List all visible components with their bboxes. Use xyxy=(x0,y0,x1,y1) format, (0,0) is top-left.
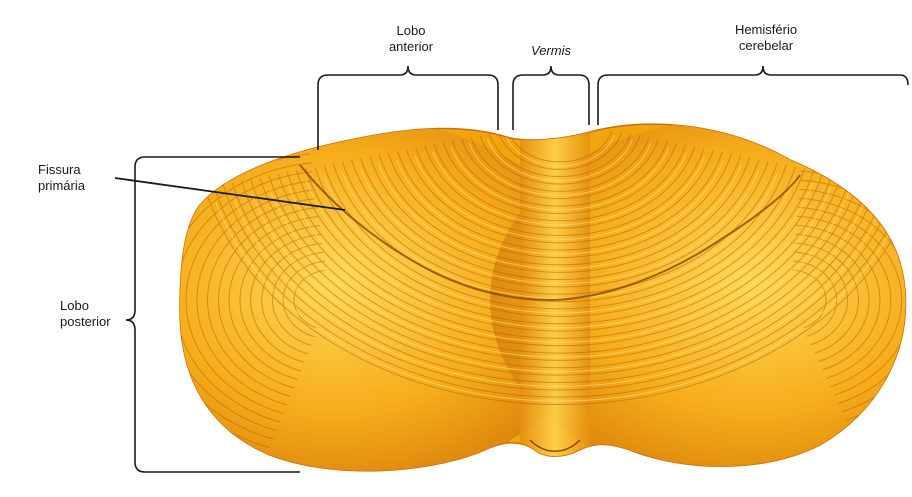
label-lobo-anterior-line2: anterior xyxy=(376,39,446,55)
cerebellum xyxy=(120,120,912,480)
label-lobo-posterior-line1: Lobo xyxy=(60,298,111,314)
label-hemisferio-line2: cerebelar xyxy=(716,38,816,54)
label-vermis: Vermis xyxy=(515,43,587,59)
label-lobo-anterior: Lobo anterior xyxy=(376,23,446,55)
vermis-band xyxy=(520,120,590,470)
label-hemisferio-cerebelar: Hemisfério cerebelar xyxy=(716,22,816,54)
bracket-hemisferio xyxy=(598,66,908,125)
label-fissura-line2: primária xyxy=(38,178,85,194)
label-lobo-posterior-line2: posterior xyxy=(60,314,111,330)
label-hemisferio-line1: Hemisfério xyxy=(716,22,816,38)
label-fissura-line1: Fissura xyxy=(38,162,85,178)
label-fissura-primaria: Fissura primária xyxy=(38,162,85,194)
bracket-vermis xyxy=(513,66,589,130)
label-lobo-posterior: Lobo posterior xyxy=(60,298,111,330)
label-lobo-anterior-line1: Lobo xyxy=(376,23,446,39)
